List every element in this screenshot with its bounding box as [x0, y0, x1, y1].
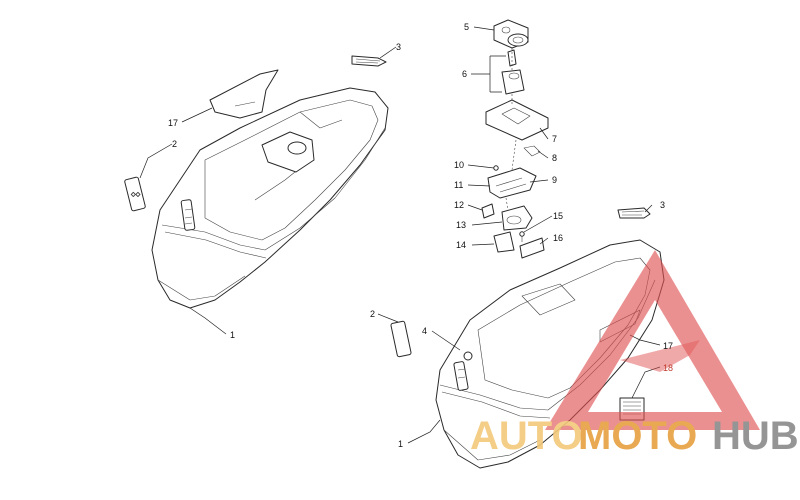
- part-17-pad-left: [209, 69, 279, 119]
- saddlebag-left: [151, 87, 389, 309]
- watermark-triangle: [545, 250, 760, 430]
- saddlebag-right: [435, 239, 665, 469]
- callout-11: 11: [454, 180, 463, 190]
- callout-14: 14: [456, 240, 466, 250]
- callout-4: 4: [422, 326, 427, 336]
- part-2-badge-right: [390, 320, 412, 358]
- callout-1: 1: [398, 439, 403, 449]
- watermark: AUTO MOTO HUB: [470, 250, 799, 458]
- callout-3: 3: [660, 200, 665, 210]
- callout-2: 2: [172, 139, 177, 149]
- watermark-text-auto: AUTO: [470, 414, 583, 458]
- watermark-text-hub: HUB: [712, 414, 799, 458]
- callout-13: 13: [456, 220, 466, 230]
- part-3-strip-right: [617, 207, 651, 219]
- leader-lines: [139, 26, 661, 444]
- callout-18: 18: [663, 363, 673, 373]
- svg-text:◇◇: ◇◇: [131, 192, 141, 198]
- callout-6: 6: [462, 69, 467, 79]
- callout-2: 2: [370, 309, 375, 319]
- callout-3: 3: [396, 42, 401, 52]
- callout-10: 10: [454, 160, 464, 170]
- callout-12: 12: [454, 200, 464, 210]
- callout-9: 9: [552, 175, 557, 185]
- watermark-text-moto: MOTO: [578, 414, 697, 458]
- callout-16: 16: [553, 233, 563, 243]
- part-3-strip-left: [351, 55, 387, 67]
- callout-1: 1: [230, 330, 235, 340]
- callout-5: 5: [464, 22, 469, 32]
- callout-labels: 5 3 6 17 2 7 8 10 9 11 12 15 3 13 16 14 …: [168, 22, 673, 449]
- lock-assembly: [481, 19, 549, 259]
- callout-7: 7: [552, 134, 557, 144]
- callout-15: 15: [553, 211, 563, 221]
- part-2-badge-left: ◇◇: [124, 176, 146, 212]
- callout-17: 17: [663, 341, 673, 351]
- callout-8: 8: [552, 153, 557, 163]
- callout-17: 17: [168, 118, 178, 128]
